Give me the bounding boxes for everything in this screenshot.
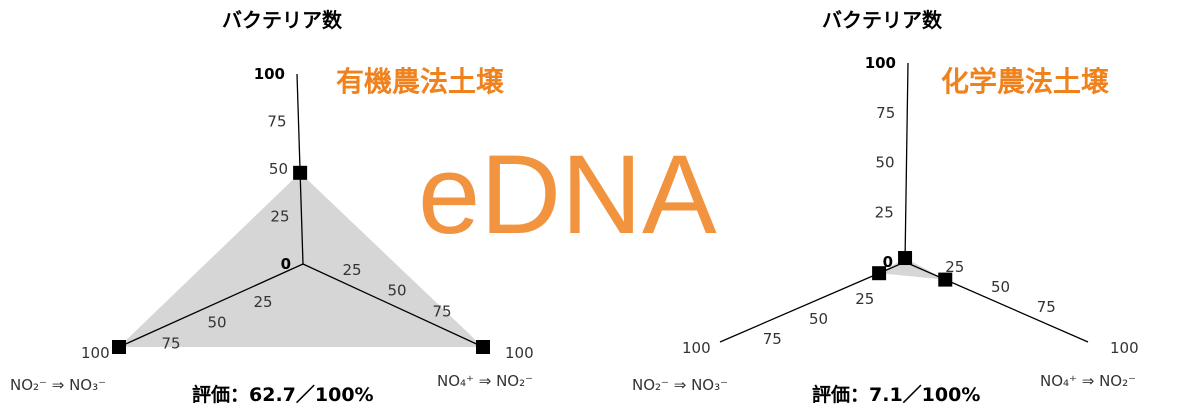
chart1-axis-right-name: NO₄⁺ ⇒ NO₂⁻ — [437, 372, 533, 390]
data-point-2 — [938, 272, 953, 287]
data-point-3 — [112, 340, 126, 354]
data-point-3 — [872, 266, 887, 281]
chart2-soil-type: 化学農法土壌 — [941, 65, 1110, 98]
tick-label: 75 — [432, 302, 451, 320]
chart1-axis-left-name: NO₂⁻ ⇒ NO₃⁻ — [10, 376, 106, 394]
axis-line-3 — [118, 263, 304, 348]
chart1-score: 評価：62.7／100% — [192, 383, 374, 406]
axis-line-1 — [904, 62, 909, 263]
tick-label: 100 — [1110, 339, 1139, 357]
tick-label: 75 — [1037, 298, 1056, 316]
chart2-title: バクテリア数 — [822, 8, 943, 32]
tick-label: 50 — [991, 278, 1010, 296]
tick-label: 50 — [269, 160, 288, 178]
chart2-score: 評価：7.1／100% — [812, 383, 980, 406]
tick-label: 75 — [267, 113, 286, 131]
tick-label: 25 — [342, 261, 361, 279]
tick-label: 100 — [254, 65, 285, 83]
tick-label: 75 — [763, 330, 782, 348]
data-point-1 — [293, 165, 308, 180]
data-point-1 — [898, 251, 913, 266]
chart2-axis-left-name: NO₂⁻ ⇒ NO₃⁻ — [632, 376, 728, 394]
tick-label: 25 — [945, 258, 964, 276]
chart1-soil-type: 有機農法土壌 — [336, 65, 505, 98]
tick-label: 25 — [855, 290, 874, 308]
chart1-title: バクテリア数 — [222, 8, 343, 32]
data-point-2 — [476, 340, 490, 354]
axis-line-2 — [904, 261, 1089, 343]
tick-label: 0 — [281, 255, 291, 273]
data-area — [879, 258, 946, 280]
tick-label: 50 — [875, 154, 894, 172]
tick-label: 0 — [883, 253, 893, 271]
tick-label: 25 — [875, 203, 894, 221]
tick-label: 50 — [207, 314, 226, 332]
chart2-axis-right-name: NO₄⁺ ⇒ NO₂⁻ — [1040, 372, 1136, 390]
axis-line-2 — [302, 263, 484, 348]
tick-label: 100 — [505, 344, 534, 362]
data-area — [119, 172, 483, 347]
watermark: eDNA — [418, 132, 717, 257]
tick-label: 75 — [161, 334, 180, 352]
tick-label: 50 — [809, 310, 828, 328]
tick-label: 50 — [387, 282, 406, 300]
tick-label: 100 — [81, 344, 110, 362]
radar-chart-1: 0 25 50 75 100 25 50 75 100 25 50 75 100 — [81, 65, 534, 362]
radar-chart-2: 0 25 50 75 100 25 50 75 100 25 50 75 100 — [682, 54, 1139, 357]
tick-label: 100 — [865, 54, 896, 72]
tick-label: 100 — [682, 339, 711, 357]
tick-label: 25 — [253, 293, 272, 311]
tick-label: 25 — [270, 208, 289, 226]
tick-label: 75 — [876, 104, 895, 122]
